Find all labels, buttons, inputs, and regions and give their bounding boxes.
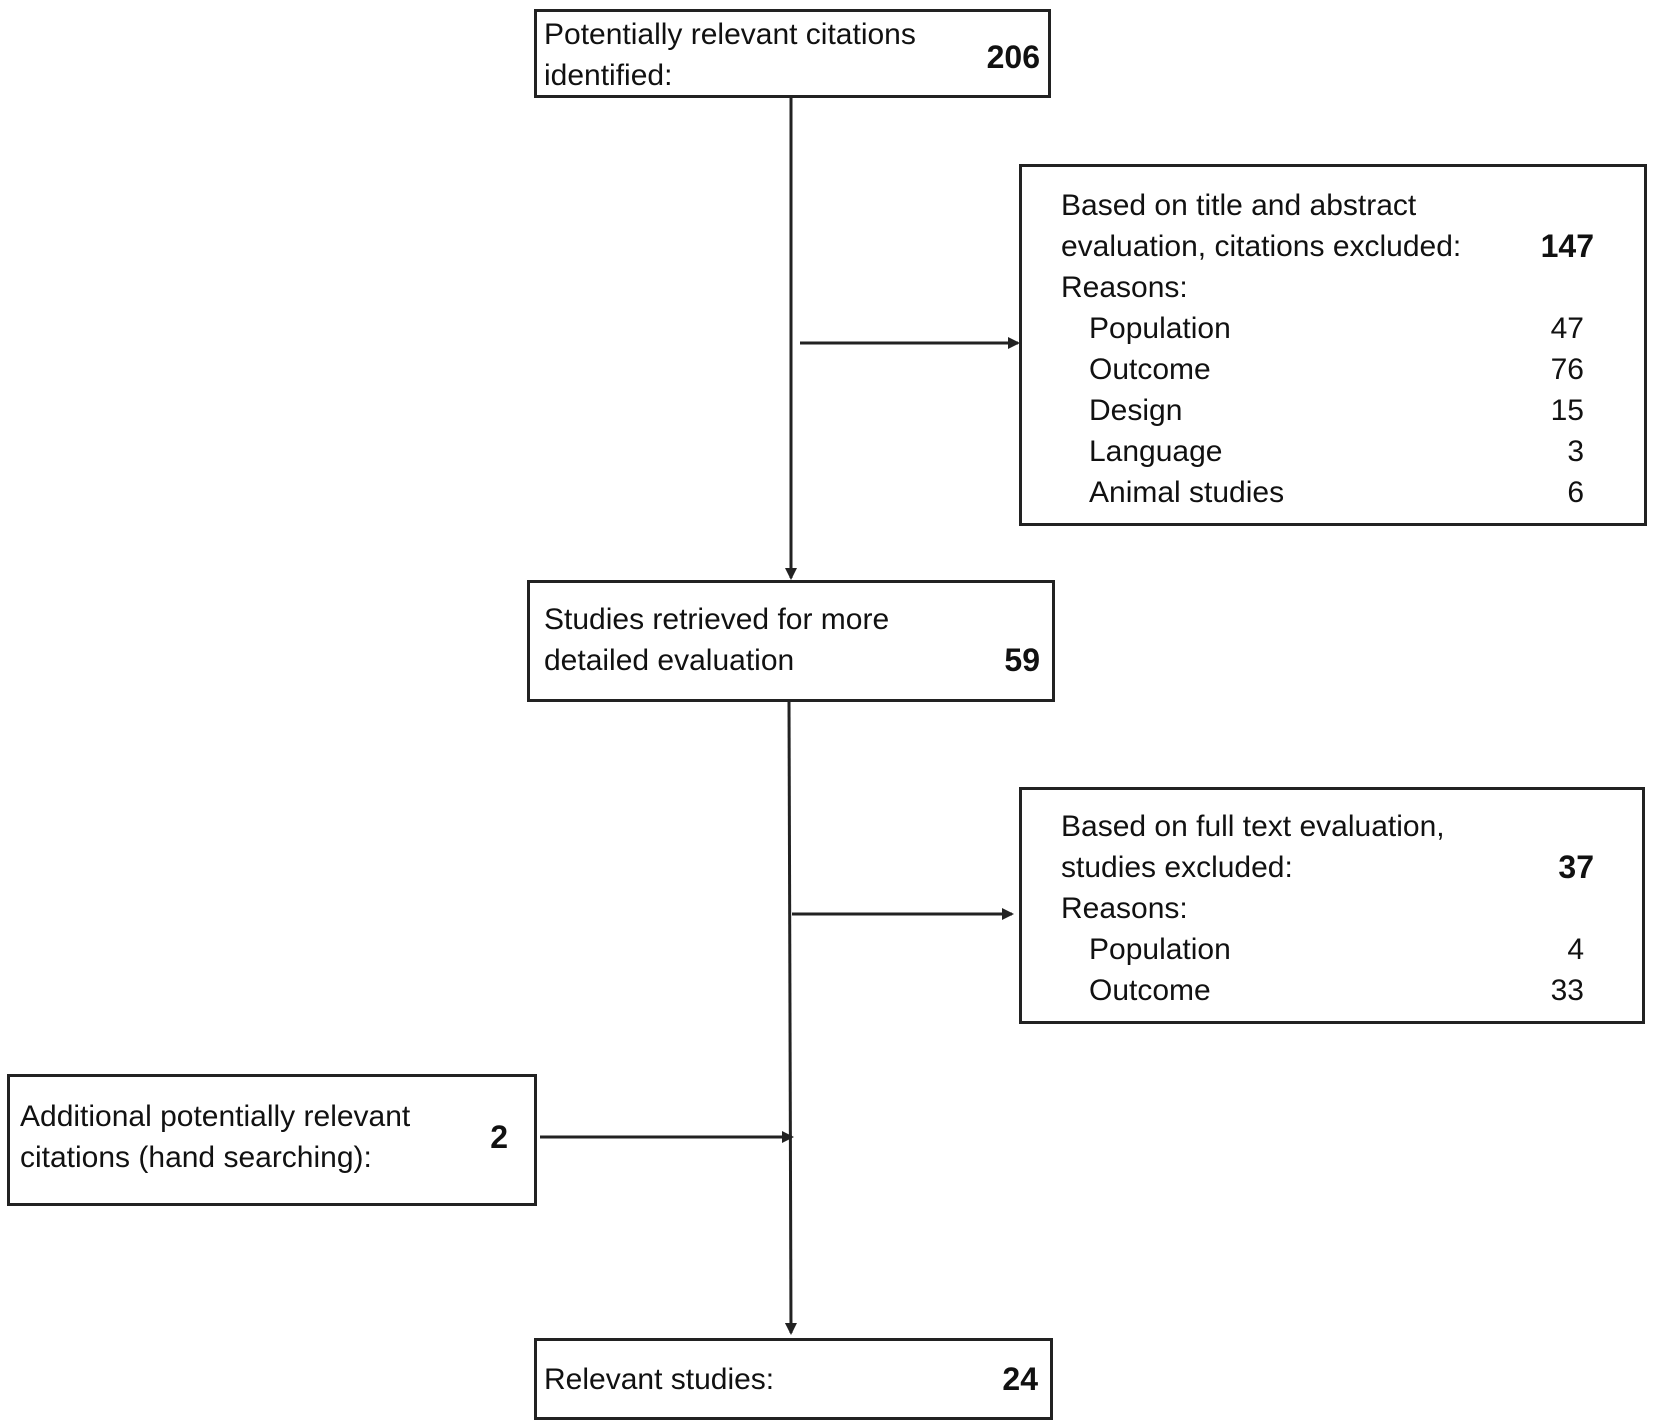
screening-reason-count: 15 xyxy=(1550,394,1584,427)
screening-reason-label: Outcome xyxy=(1089,353,1211,386)
identified-box xyxy=(534,9,1051,98)
relevant-studies-box xyxy=(534,1338,1053,1420)
identified-count: 206 xyxy=(986,39,1040,75)
screening-reason-count: 76 xyxy=(1550,353,1584,386)
relevant-studies-label: Relevant studies: xyxy=(544,1363,775,1396)
screening-reason-label: Language xyxy=(1089,435,1223,468)
hand-search-label-line2: citations (hand searching): xyxy=(20,1141,372,1174)
screening-count: 147 xyxy=(1540,228,1594,264)
screening-reason-count: 6 xyxy=(1567,476,1584,509)
screening-exclusion-box xyxy=(1019,164,1647,526)
screening-label-line2: evaluation, citations excluded: xyxy=(1061,230,1462,263)
screening-reason-label: Animal studies xyxy=(1089,476,1285,509)
retrieved-box xyxy=(527,580,1055,702)
arrow-retrieved-to-relevant xyxy=(784,701,797,1335)
screening-reason-label: Design xyxy=(1089,394,1183,427)
screening-reason-label: Population xyxy=(1089,312,1231,345)
screening-reason-count: 47 xyxy=(1550,312,1584,345)
fulltext-reasons-label: Reasons: xyxy=(1061,892,1188,925)
fulltext-reason-label: Outcome xyxy=(1089,974,1211,1007)
fulltext-count: 37 xyxy=(1558,849,1594,885)
fulltext-reason-count: 33 xyxy=(1550,974,1584,1007)
fulltext-reason-label: Population xyxy=(1089,933,1231,966)
identified-label-line1: Potentially relevant citations xyxy=(544,18,916,51)
retrieved-label-line2: detailed evaluation xyxy=(544,644,795,677)
fulltext-reason-count: 4 xyxy=(1567,933,1584,966)
screening-reasons-label: Reasons: xyxy=(1061,271,1188,304)
retrieved-label-line1: Studies retrieved for more xyxy=(544,603,890,636)
hand-search-label-line1: Additional potentially relevant xyxy=(20,1100,411,1133)
fulltext-label-line2: studies excluded: xyxy=(1061,851,1293,884)
relevant-studies-count: 24 xyxy=(1002,1361,1038,1397)
retrieved-count: 59 xyxy=(1004,642,1040,678)
screening-reason-count: 3 xyxy=(1567,435,1584,468)
fulltext-label-line1: Based on full text evaluation, xyxy=(1061,810,1445,843)
identified-label-line2: identified: xyxy=(544,59,673,92)
screening-label-line1: Based on title and abstract xyxy=(1061,189,1417,222)
hand-search-box xyxy=(7,1074,537,1206)
fulltext-exclusion-box xyxy=(1019,787,1645,1024)
hand-search-count: 2 xyxy=(490,1119,508,1155)
